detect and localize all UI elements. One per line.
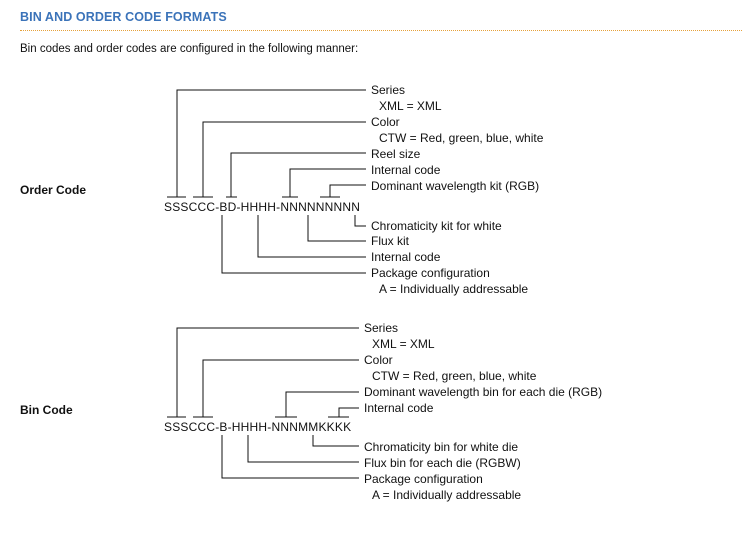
connector-color — [193, 121, 366, 198]
order-label-internal-code-top: Internal code — [371, 163, 441, 177]
order-label-series: Series — [371, 83, 405, 97]
connector-internal-code-bottom — [257, 215, 366, 258]
connector-internal-code — [328, 407, 359, 418]
order-label-flux-kit: Flux kit — [371, 234, 410, 248]
order-label-internal-code-bottom: Internal code — [371, 250, 441, 264]
order-label-color: Color — [371, 115, 400, 129]
order-code-string: SSSCCC-BD-HHHH-NNNNNNNNN — [164, 200, 360, 214]
order-label-chromaticity-kit: Chromaticity kit for white — [371, 219, 502, 233]
connector-series — [167, 89, 366, 198]
order-label-color-value: CTW = Red, green, blue, white — [379, 131, 544, 145]
bin-code-top-connectors — [167, 327, 359, 418]
connector-dominant-wavelength-kit — [320, 184, 366, 198]
connector-flux-bin — [247, 435, 359, 463]
order-label-series-value: XML = XML — [379, 99, 442, 113]
bin-label-internal-code: Internal code — [364, 401, 434, 415]
connector-package-configuration — [221, 215, 366, 274]
connector-chromaticity-bin — [312, 435, 359, 447]
order-code-diagram: Order Code SSSCCC-BD-HHHH-NNNNNNNNN Seri… — [20, 83, 544, 296]
connector-internal-code-top — [282, 168, 366, 198]
bin-label-series-value: XML = XML — [372, 337, 435, 351]
connector-reel-size — [226, 152, 366, 198]
connector-color — [193, 359, 359, 418]
connector-flux-kit — [307, 215, 366, 242]
connector-chromaticity-kit — [354, 215, 366, 227]
bin-code-label: Bin Code — [20, 403, 73, 417]
bin-label-color: Color — [364, 353, 393, 367]
order-code-top-connectors — [167, 89, 366, 198]
bin-label-package-configuration: Package configuration — [364, 472, 483, 486]
order-label-package-value: A = Individually addressable — [379, 282, 528, 296]
order-code-label: Order Code — [20, 183, 86, 197]
bin-label-chromaticity-bin: Chromaticity bin for white die — [364, 440, 518, 454]
bin-code-diagram: Bin Code SSSCCC-B-HHHH-NNNMMKKKK Series … — [20, 321, 602, 502]
section-title: BIN AND ORDER CODE FORMATS — [20, 10, 227, 24]
bin-code-string: SSSCCC-B-HHHH-NNNMMKKKK — [164, 420, 351, 434]
bin-label-package-value: A = Individually addressable — [372, 488, 521, 502]
title-divider — [20, 30, 742, 31]
bin-label-dominant-wavelength-bin: Dominant wavelength bin for each die (RG… — [364, 385, 602, 399]
connector-dominant-wavelength-bin — [275, 391, 359, 418]
connector-series — [167, 327, 359, 418]
bin-label-color-value: CTW = Red, green, blue, white — [372, 369, 537, 383]
order-label-dominant-wavelength-kit: Dominant wavelength kit (RGB) — [371, 179, 539, 193]
order-code-bottom-connectors — [221, 215, 366, 274]
bin-label-flux-bin: Flux bin for each die (RGBW) — [364, 456, 521, 470]
bin-code-bottom-connectors — [221, 435, 359, 479]
bin-label-series: Series — [364, 321, 398, 335]
connector-package-configuration — [221, 435, 359, 479]
order-label-reel-size: Reel size — [371, 147, 421, 161]
intro-text: Bin codes and order codes are configured… — [20, 43, 359, 55]
order-label-package-configuration: Package configuration — [371, 266, 490, 280]
